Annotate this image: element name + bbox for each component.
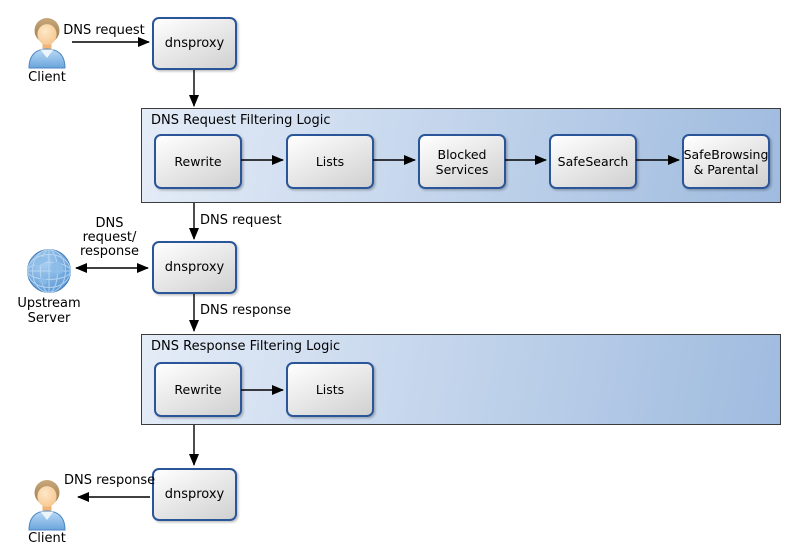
response-filtering-title: DNS Response Filtering Logic — [151, 339, 341, 354]
edge-label-dns-request-mid: DNS request — [200, 213, 282, 228]
request-filtering-title: DNS Request Filtering Logic — [151, 113, 331, 128]
edge-label-upstream-exchange: DNS request/ response — [79, 216, 140, 259]
client-bottom-label: Client — [28, 531, 66, 546]
upstream-server-label: Upstream Server — [17, 296, 81, 326]
edge-label-dns-response-bottom: DNS response — [64, 473, 156, 488]
step-blocked-services: Blocked Services — [418, 134, 506, 189]
globe-icon — [27, 249, 71, 293]
dnsproxy-node-bottom: dnsproxy — [152, 468, 237, 521]
dnsproxy-middle-label: dnsproxy — [164, 260, 225, 275]
step-response-lists: Lists — [286, 362, 374, 417]
edge-label-dns-response-mid: DNS response — [200, 303, 292, 318]
step-rewrite: Rewrite — [154, 134, 242, 189]
response-filtering-container: DNS Response Filtering Logic Rewrite Lis… — [141, 334, 781, 425]
dnsproxy-bottom-label: dnsproxy — [164, 487, 225, 502]
edge-label-dns-request-top: DNS request — [63, 23, 145, 38]
dnsproxy-node-top: dnsproxy — [152, 17, 237, 70]
step-lists: Lists — [286, 134, 374, 189]
step-safebrowsing-parental: SafeBrowsing & Parental — [682, 134, 770, 189]
person-icon — [28, 480, 66, 531]
dnsproxy-top-label: dnsproxy — [164, 36, 225, 51]
step-safesearch: SafeSearch — [549, 134, 637, 189]
person-icon — [28, 18, 66, 69]
step-response-rewrite: Rewrite — [154, 362, 242, 417]
dnsproxy-node-middle: dnsproxy — [152, 241, 237, 294]
request-filtering-container: DNS Request Filtering Logic Rewrite List… — [141, 108, 781, 203]
client-top-label: Client — [28, 70, 66, 85]
